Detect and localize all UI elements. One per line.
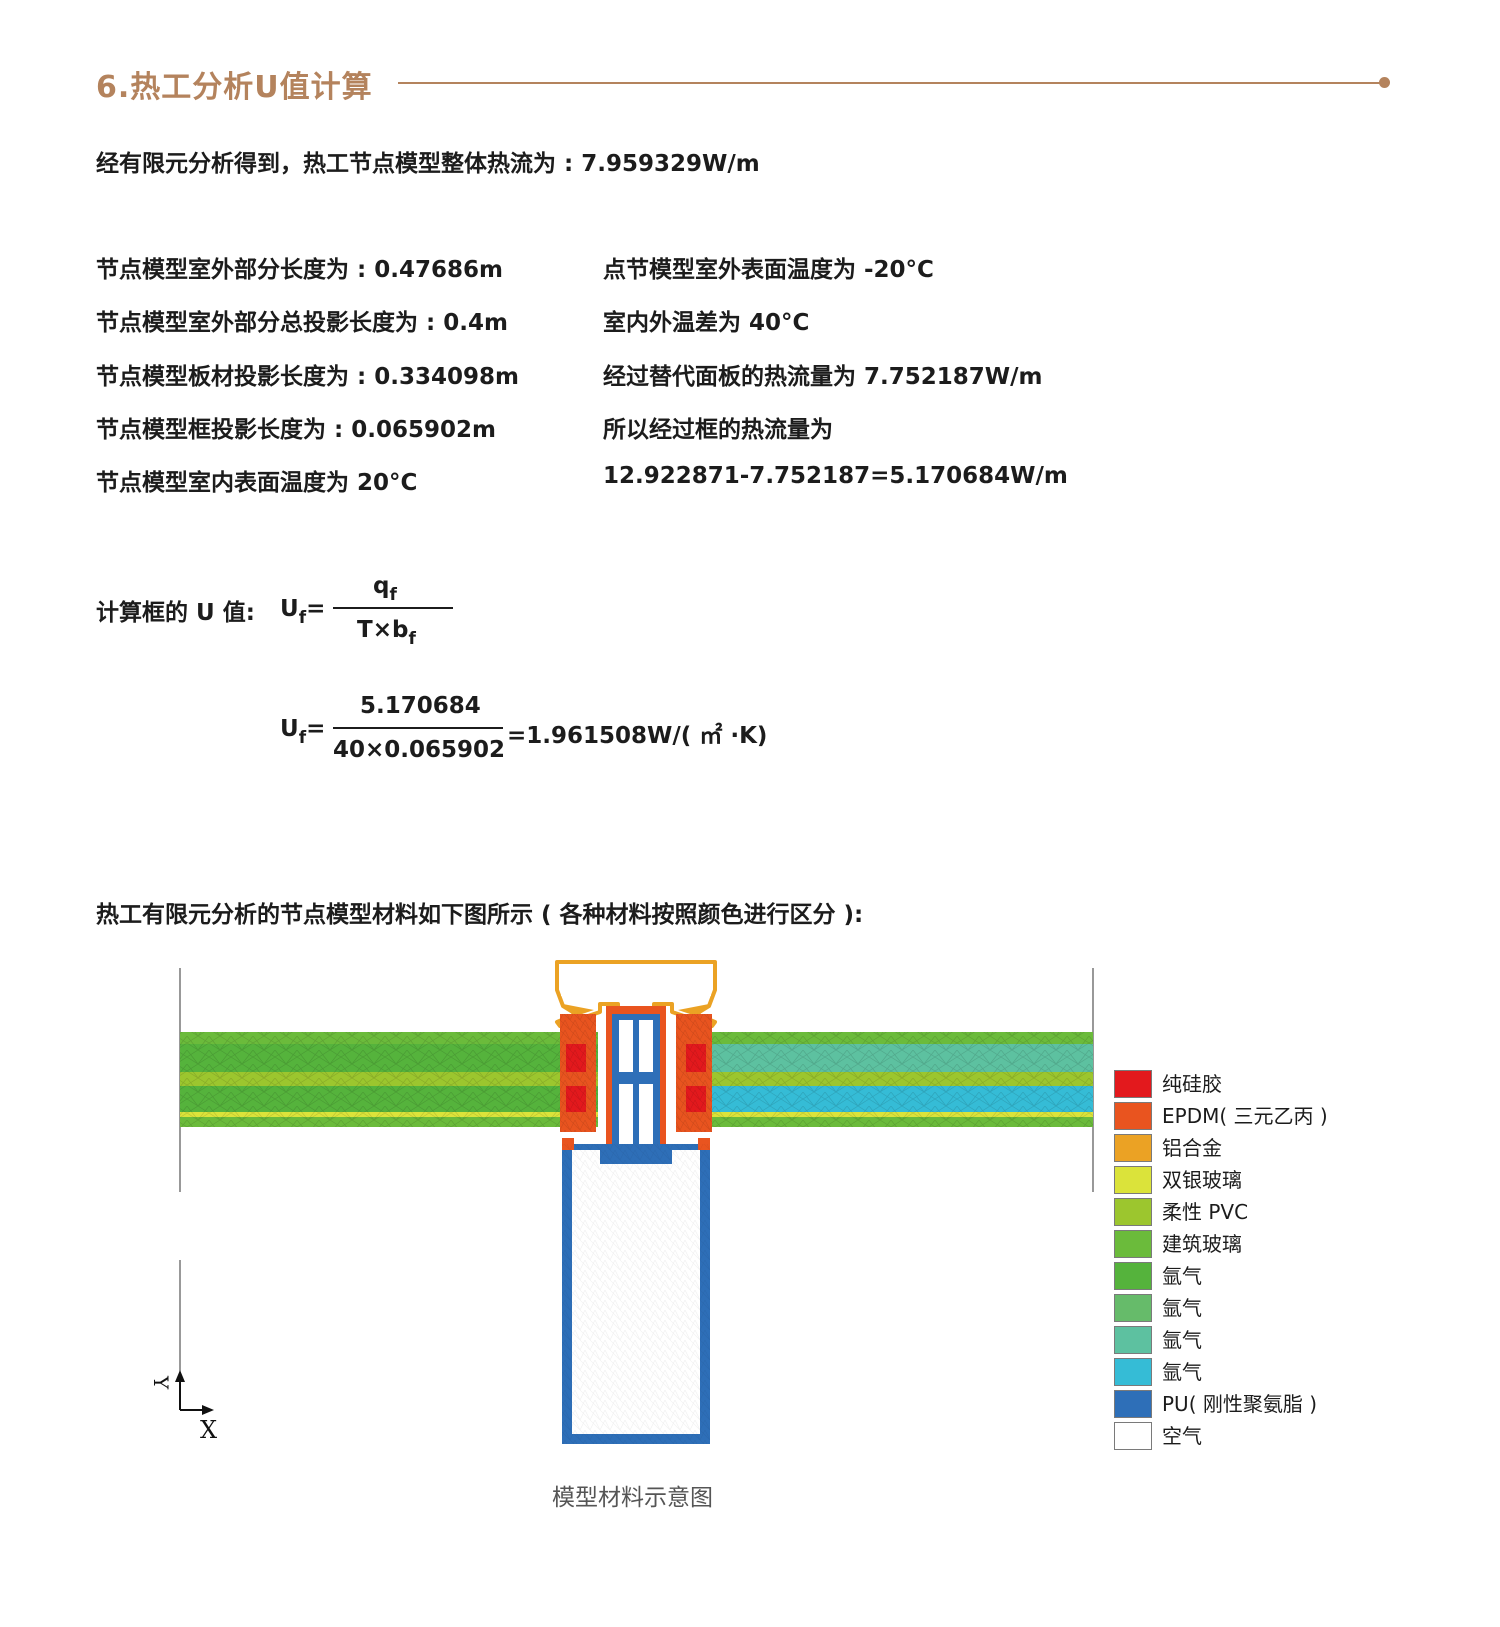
calc-lhs: Uf= <box>280 716 326 748</box>
legend-swatch <box>1114 1422 1152 1450</box>
legend-swatch <box>1114 1102 1152 1130</box>
axis-y-label: Y <box>149 1375 173 1390</box>
param-right-3: 经过替代面板的热流量为 7.752187W/m <box>603 364 1043 390</box>
legend-item: 氩气 <box>1114 1324 1328 1356</box>
left-glass-panel <box>180 1032 598 1127</box>
formula-label: 计算框的 U 值: <box>96 600 255 626</box>
gaskets-right <box>676 1014 712 1132</box>
section-title: 6.热工分析U值计算 <box>96 70 373 105</box>
legend-label: PU( 刚性聚氨脂 ) <box>1162 1392 1318 1416</box>
legend-label: 纯硅胶 <box>1162 1072 1222 1096</box>
legend-swatch <box>1114 1070 1152 1098</box>
legend-label: 氩气 <box>1162 1360 1202 1384</box>
main-frame <box>562 1138 710 1444</box>
param-left-4: 节点模型框投影长度为 : 0.065902m <box>96 417 496 443</box>
param-right-4: 所以经过框的热流量为 <box>603 417 833 443</box>
material-model-diagram: Y X <box>149 960 1094 1444</box>
title-rule-dot <box>1379 77 1390 88</box>
mullion-insulator <box>606 1006 666 1154</box>
legend-swatch <box>1114 1390 1152 1418</box>
param-left-3: 节点模型板材投影长度为 : 0.334098m <box>96 364 519 390</box>
gaskets-left <box>560 1014 596 1132</box>
legend-item: 空气 <box>1114 1420 1328 1452</box>
axis-x-label: X <box>200 1416 217 1444</box>
legend-label: 双银玻璃 <box>1162 1168 1242 1192</box>
legend-item: 纯硅胶 <box>1114 1068 1328 1100</box>
param-left-2: 节点模型室外部分总投影长度为 : 0.4m <box>96 310 508 336</box>
legend-label: 空气 <box>1162 1424 1202 1448</box>
calc-denominator: 40×0.065902 <box>333 737 506 763</box>
legend-label: 柔性 PVC <box>1162 1200 1249 1224</box>
legend-swatch <box>1114 1134 1152 1162</box>
title-rule <box>398 82 1383 84</box>
legend-item: 建筑玻璃 <box>1114 1228 1328 1260</box>
right-glass-panel <box>678 1032 1093 1127</box>
legend-item: 氩气 <box>1114 1292 1328 1324</box>
formula-fraction-bar <box>333 607 453 609</box>
calc-fraction-bar <box>333 727 503 729</box>
calc-numerator: 5.170684 <box>360 693 481 719</box>
calc-result: =1.961508W/( ㎡ ·K) <box>507 723 768 749</box>
legend-label: 氩气 <box>1162 1328 1202 1352</box>
param-right-2: 室内外温差为 40°C <box>603 310 810 336</box>
legend-item: 铝合金 <box>1114 1132 1328 1164</box>
total-heat-flow: 经有限元分析得到，热工节点模型整体热流为 : 7.959329W/m <box>96 151 760 177</box>
param-right-5: 12.922871-7.752187=5.170684W/m <box>603 463 1068 489</box>
legend-item: EPDM( 三元乙丙 ) <box>1114 1100 1328 1132</box>
legend-item: 氩气 <box>1114 1356 1328 1388</box>
legend-label: EPDM( 三元乙丙 ) <box>1162 1104 1328 1128</box>
legend-label: 氩气 <box>1162 1264 1202 1288</box>
legend-swatch <box>1114 1262 1152 1290</box>
legend-swatch <box>1114 1198 1152 1226</box>
legend-swatch <box>1114 1294 1152 1322</box>
legend-item: 双银玻璃 <box>1114 1164 1328 1196</box>
legend-item: PU( 刚性聚氨脂 ) <box>1114 1388 1328 1420</box>
legend-swatch <box>1114 1326 1152 1354</box>
formula-denominator: T×bf <box>357 617 416 649</box>
legend-swatch <box>1114 1230 1152 1258</box>
formula-numerator: qf <box>373 573 397 605</box>
param-left-5: 节点模型室内表面温度为 20°C <box>96 470 418 496</box>
param-left-1: 节点模型室外部分长度为 : 0.47686m <box>96 257 503 283</box>
axis-indicator <box>175 1370 214 1415</box>
legend-item: 氩气 <box>1114 1260 1328 1292</box>
legend-label: 建筑玻璃 <box>1162 1232 1242 1256</box>
diagram-intro: 热工有限元分析的节点模型材料如下图所示 ( 各种材料按照颜色进行区分 ): <box>96 902 864 928</box>
legend-swatch <box>1114 1358 1152 1386</box>
legend-label: 铝合金 <box>1162 1136 1222 1160</box>
param-right-1: 点节模型室外表面温度为 -20°C <box>603 257 934 283</box>
legend-swatch <box>1114 1166 1152 1194</box>
aluminium-cap <box>555 960 717 1028</box>
diagram-caption: 模型材料示意图 <box>552 1485 713 1511</box>
legend-label: 氩气 <box>1162 1296 1202 1320</box>
legend-item: 柔性 PVC <box>1114 1196 1328 1228</box>
formula-lhs: Uf= <box>280 596 326 628</box>
